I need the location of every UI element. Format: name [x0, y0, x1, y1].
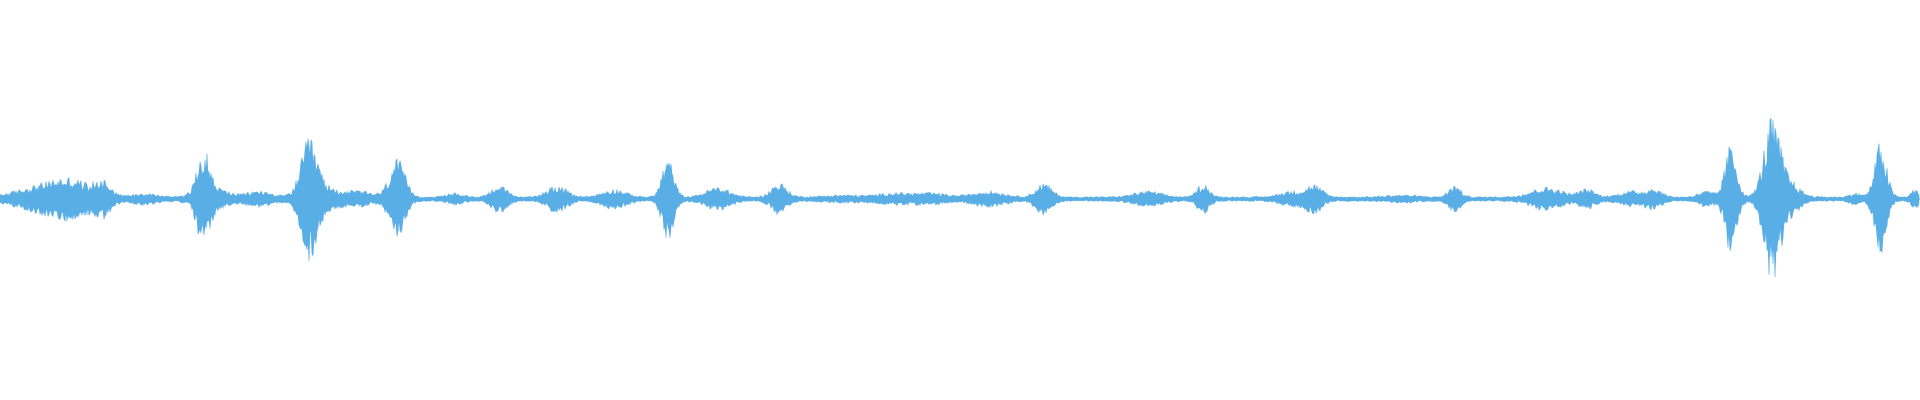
waveform-shape: [0, 117, 1920, 278]
waveform-bars: [0, 117, 1920, 278]
